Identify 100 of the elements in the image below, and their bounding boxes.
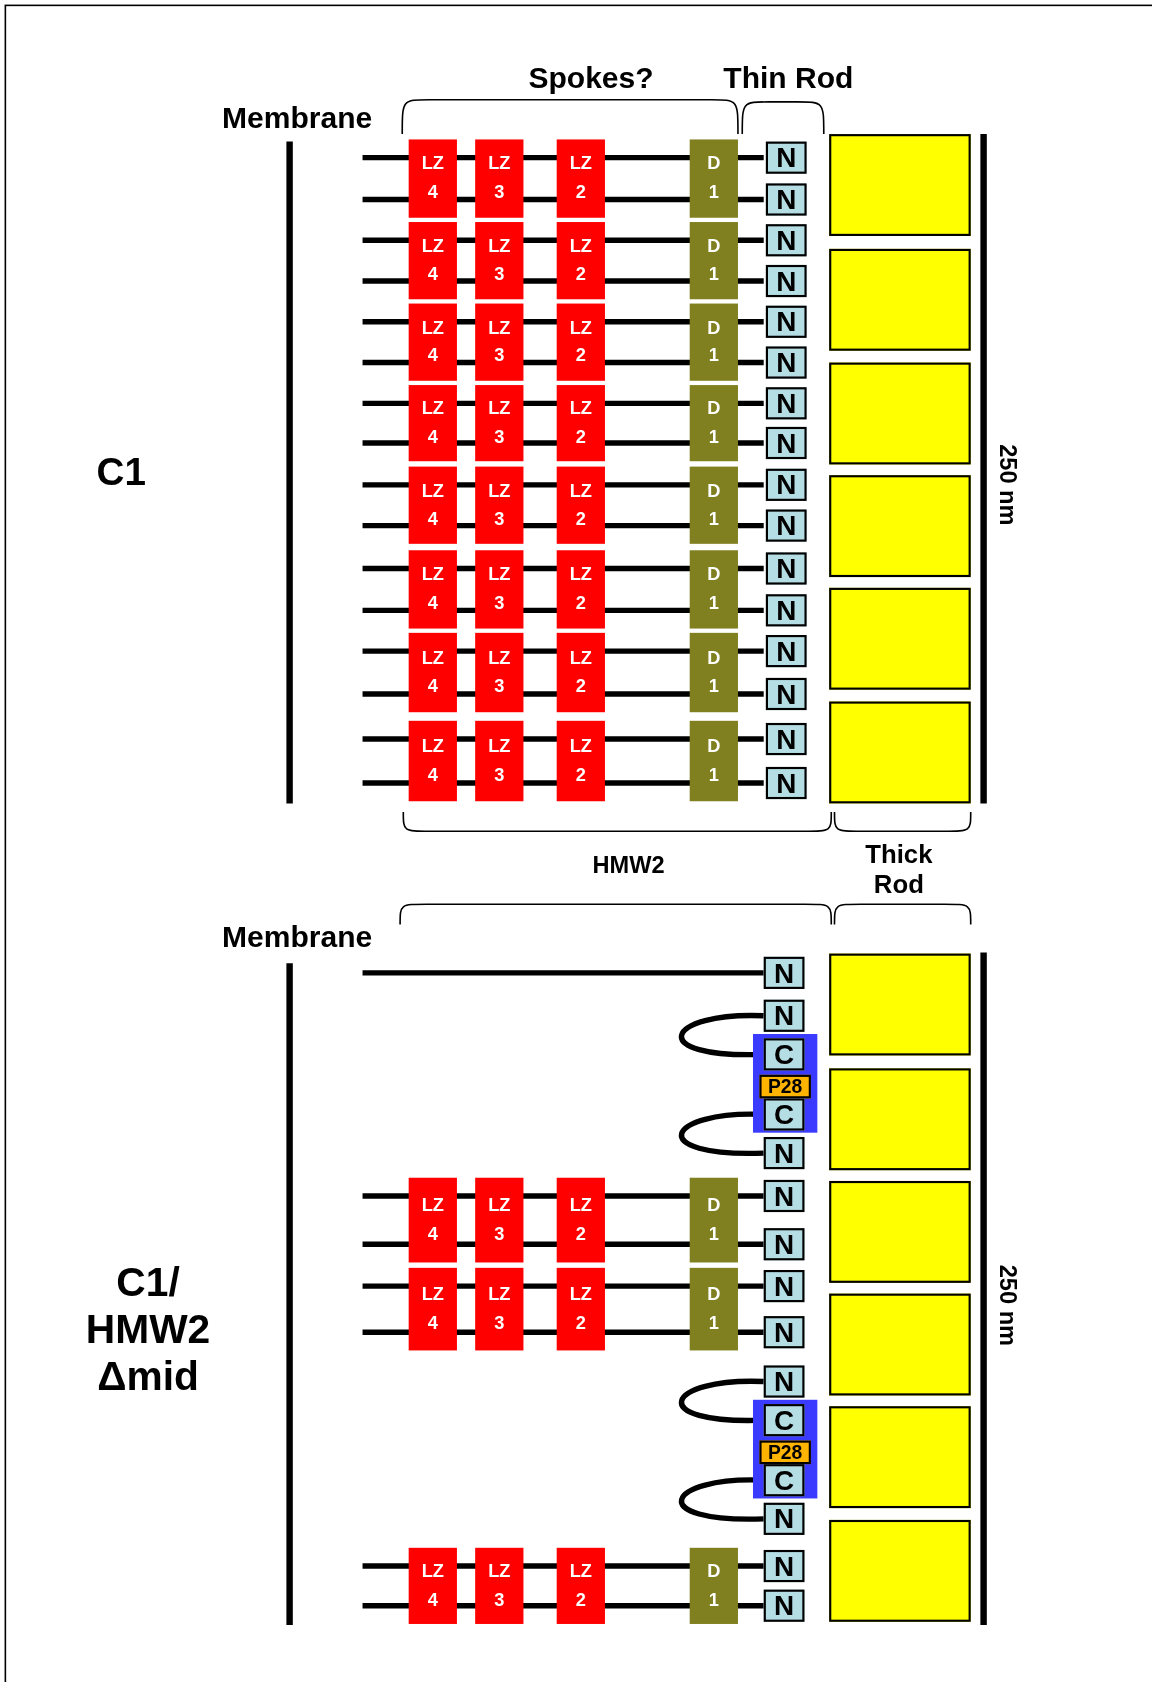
domain-box: LZ 3 (475, 1547, 524, 1624)
label-text: Thin Rod (723, 61, 854, 96)
domain-box: LZ 2 (556, 1547, 605, 1624)
terminus-box: N (765, 468, 807, 501)
domain-box: LZ 3 (475, 1267, 524, 1351)
rod-block (829, 1068, 971, 1171)
rod-block (829, 475, 971, 578)
terminus-box: C (763, 1098, 805, 1131)
terminus-box: N (765, 552, 807, 585)
terminus-box: N (763, 956, 805, 989)
domain-box: D 1 (689, 1267, 738, 1351)
domain-box: LZ 2 (556, 1177, 605, 1263)
rod-block (829, 362, 971, 465)
domain-box: LZ 2 (556, 1267, 605, 1351)
terminus-box: N (765, 509, 807, 542)
terminus-box: N (763, 1179, 805, 1213)
terminus-box: N (763, 1365, 805, 1398)
terminus-box: N (763, 1316, 805, 1349)
terminus-box: N (765, 224, 807, 257)
terminus-box: N (763, 1502, 805, 1535)
domain-box: LZ 3 (475, 550, 524, 629)
domain-box: LZ 2 (556, 720, 605, 802)
domain-box: D 1 (689, 550, 738, 629)
terminus-box: N (765, 183, 807, 216)
domain-box: LZ 3 (475, 720, 524, 802)
terminus-box: N (763, 999, 805, 1032)
domain-box: LZ 3 (475, 222, 524, 300)
label-text: Thick Rod (865, 839, 933, 899)
domain-box: LZ 4 (408, 720, 457, 802)
domain-box: D 1 (689, 222, 738, 300)
domain-box: LZ 2 (556, 385, 605, 462)
domain-box: LZ 4 (408, 632, 457, 713)
loop-line (679, 1477, 764, 1522)
complex-box (753, 1034, 818, 1133)
domain-box: LZ 4 (408, 1547, 457, 1624)
terminus-box: N (765, 722, 807, 756)
domain-box: LZ 2 (556, 139, 605, 218)
terminus-box: N (763, 1549, 805, 1583)
domain-box: LZ 2 (556, 303, 605, 381)
domain-box: LZ 2 (556, 466, 605, 544)
protein-box: P28 (759, 1440, 811, 1465)
terminus-box: C (763, 1464, 805, 1497)
rod-block (829, 1519, 971, 1622)
terminus-box: N (763, 1270, 805, 1303)
terminus-box: N (763, 1589, 805, 1622)
domain-box: LZ 4 (408, 1177, 457, 1263)
domain-box: LZ 3 (475, 1177, 524, 1263)
domain-box: LZ 4 (408, 1267, 457, 1351)
terminus-box: N (765, 594, 807, 627)
domain-box: LZ 2 (556, 550, 605, 629)
domain-box: D 1 (689, 385, 738, 462)
terminus-box: N (765, 635, 807, 668)
terminus-box: N (765, 426, 807, 460)
protein-box: P28 (759, 1074, 811, 1099)
label-text: Membrane (222, 920, 373, 955)
terminus-box: C (763, 1404, 805, 1437)
domain-box: LZ 3 (475, 385, 524, 462)
rod-block (829, 1406, 971, 1509)
domain-box: D 1 (689, 720, 738, 802)
terminus-box: C (763, 1038, 805, 1071)
terminus-box: N (763, 1137, 805, 1170)
label-text: 250 nm (994, 444, 1022, 526)
domain-box: LZ 4 (408, 550, 457, 629)
label-text: Spokes? (528, 61, 654, 96)
terminus-box: N (765, 141, 807, 174)
domain-box: LZ 4 (408, 385, 457, 462)
domain-box: LZ 3 (475, 466, 524, 544)
domain-box: LZ 3 (475, 632, 524, 713)
terminus-box: N (765, 305, 807, 338)
loop-line (679, 1013, 764, 1058)
domain-box: LZ 3 (475, 303, 524, 381)
rod-block (829, 701, 971, 804)
domain-box: D 1 (689, 1547, 738, 1624)
terminus-box: N (765, 387, 807, 420)
domain-box: LZ 2 (556, 632, 605, 713)
label-text: 250 nm (994, 1264, 1022, 1347)
domain-box: D 1 (689, 466, 738, 544)
rod-block (829, 587, 971, 690)
label-text: Membrane (222, 100, 373, 136)
loop-line (679, 1111, 764, 1156)
domain-box: LZ 4 (408, 222, 457, 300)
domain-box: D 1 (689, 632, 738, 713)
domain-box: D 1 (689, 139, 738, 218)
domain-box: LZ 4 (408, 303, 457, 381)
terminus-box: N (765, 346, 807, 379)
rod-block (829, 953, 971, 1056)
rod-block (829, 134, 971, 236)
label-text: C1 (96, 449, 146, 495)
rod-block (829, 248, 971, 351)
terminus-box: N (765, 766, 807, 800)
complex-box (753, 1399, 818, 1499)
terminus-box: N (765, 677, 807, 711)
domain-box: LZ 4 (408, 466, 457, 544)
domain-box: D 1 (689, 1177, 738, 1263)
rod-block (829, 1180, 971, 1283)
domain-box: LZ 3 (475, 139, 524, 218)
loop-line (679, 1378, 764, 1423)
domain-box: D 1 (689, 303, 738, 381)
label-text: HMW2 (592, 852, 665, 880)
terminus-box: N (765, 264, 807, 298)
